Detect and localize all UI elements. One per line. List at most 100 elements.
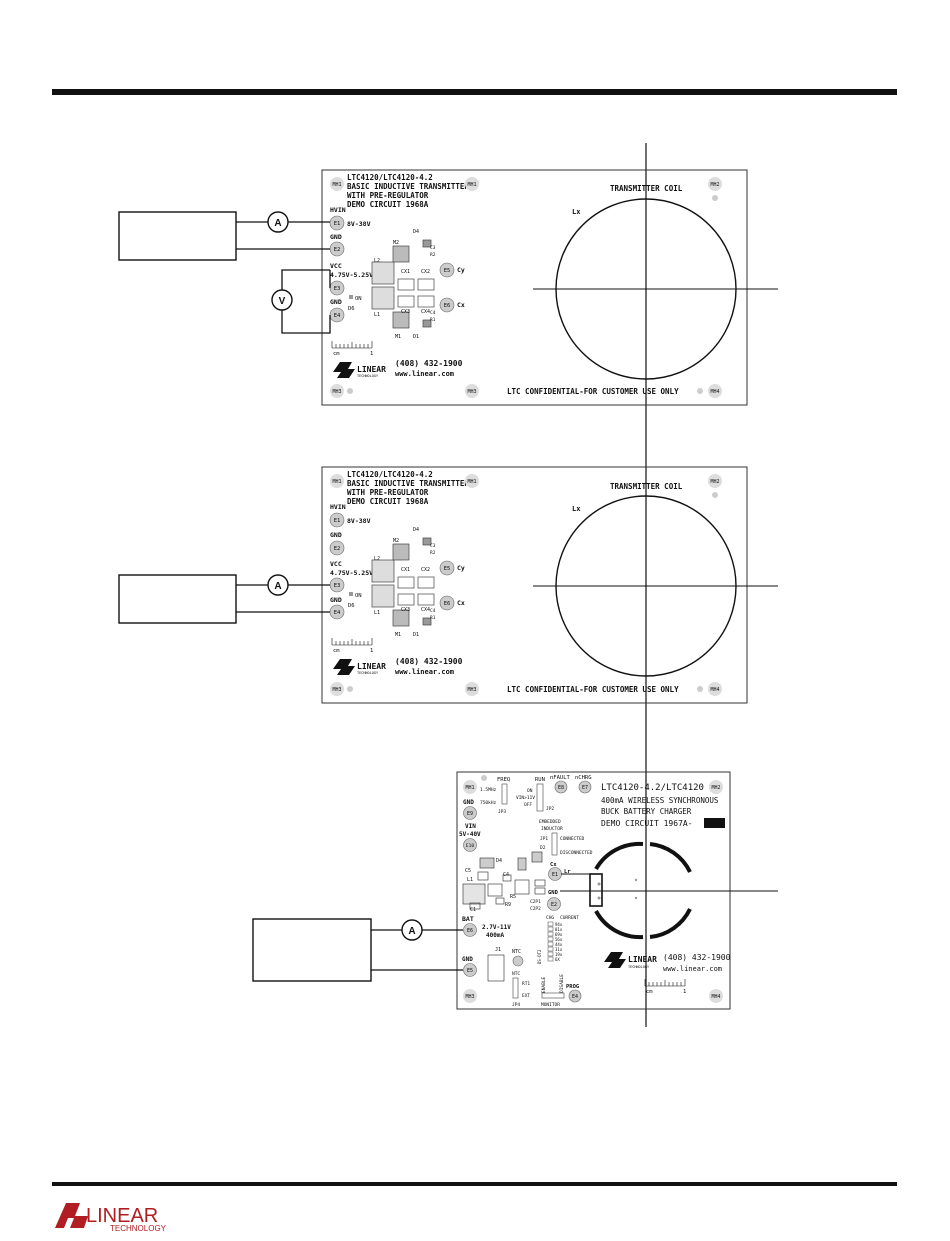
tx2-mh1b: MH1 xyxy=(465,474,479,488)
rx-current-1: 81x xyxy=(555,927,563,932)
rx-gnd3-label: GND xyxy=(462,956,473,963)
svg-text:E10: E10 xyxy=(466,843,474,849)
svg-text:E3: E3 xyxy=(334,583,341,589)
tx2-vcc-label: VCC xyxy=(330,560,342,568)
tx1-m1-label: M1 xyxy=(395,334,401,340)
svg-text:E3: E3 xyxy=(334,286,341,292)
svg-text:A: A xyxy=(274,218,281,229)
tx1-cm-label: cm xyxy=(333,351,340,357)
rx-jp1-jumper xyxy=(551,832,558,856)
tx2-r1-label: R1 xyxy=(430,615,436,621)
tx1-l2-label: L2 xyxy=(374,258,380,264)
rx-prog-label: PROG xyxy=(566,984,580,990)
tx1-d4-label: D4 xyxy=(413,229,419,235)
rx-web: www.linear.com xyxy=(663,965,722,973)
rx-inductor-label: INDUCTOR xyxy=(541,826,563,832)
tx2-terminal-e5: E5 xyxy=(439,560,455,576)
tx1-mh1b: MH1 xyxy=(465,177,479,191)
rx-off-label: OFF xyxy=(524,802,532,808)
tx2-cx2-label: CX2 xyxy=(421,567,430,573)
rx-components xyxy=(462,851,546,910)
svg-text:MH3: MH3 xyxy=(467,389,476,395)
svg-text:A: A xyxy=(274,581,281,592)
tx1-cm-value: 1 xyxy=(370,351,373,357)
rx-title-line-4: DEMO CIRCUIT 1967A- xyxy=(601,819,693,828)
rx-terminal-e5: E5 xyxy=(463,963,477,977)
transmitter-board-2: LTC4120/LTC4120-4.2 BASIC INDUCTIVE TRAN… xyxy=(321,466,778,704)
power-supply-2 xyxy=(118,574,237,624)
power-supply-1 xyxy=(118,211,237,261)
tx2-title-line-3: WITH PRE-REGULATOR xyxy=(347,488,429,497)
tx1-hvin-range: 8V-38V xyxy=(347,220,371,228)
tx2-terminal-e6: E6 xyxy=(439,595,455,611)
svg-text:E1: E1 xyxy=(552,872,558,878)
svg-text:E6: E6 xyxy=(444,303,451,309)
rx-gnd-label: GND xyxy=(463,799,474,806)
svg-text:E7: E7 xyxy=(582,785,588,791)
tx2-mh2: MH2 xyxy=(708,474,722,498)
ammeter-3: A xyxy=(401,919,423,941)
tx2-cx-label: Cx xyxy=(457,599,465,607)
rx-jp4-label: JP4 xyxy=(512,1002,520,1008)
tx1-vcc-range: 4.75V-5.25V xyxy=(330,271,373,279)
svg-text:MH1: MH1 xyxy=(467,182,476,188)
tx2-mh3b: MH3 xyxy=(330,682,353,696)
rx-d2-label: D2 xyxy=(540,845,546,851)
tx2-gnd-label: GND xyxy=(330,531,342,539)
rx-enable-label: ENABLE xyxy=(541,976,547,993)
tx2-cm-value: 1 xyxy=(370,648,373,654)
rx-c1-label: C1 xyxy=(470,907,476,913)
supply-1-wiring xyxy=(236,221,331,334)
rx-terminal-e4: E4 xyxy=(568,989,582,1003)
tx1-title-line-3: WITH PRE-REGULATOR xyxy=(347,191,429,200)
load-wiring xyxy=(371,929,463,971)
tx1-mh3b: MH3 xyxy=(330,384,353,398)
tx1-coil-label: TRANSMITTER COIL xyxy=(610,184,683,193)
rx-jp3-label: JP3 xyxy=(498,809,506,815)
rx-run-label: RUN xyxy=(535,777,545,783)
rx-current-4: 44x xyxy=(555,942,563,947)
rx-terminal-e9: E9 xyxy=(463,806,477,820)
rx-coil-lead xyxy=(589,873,603,907)
rx-mh4: MH4 xyxy=(709,989,723,1003)
svg-text:LINEAR: LINEAR xyxy=(357,365,386,374)
rx-ntc-label: NTC xyxy=(512,949,521,955)
tx2-coil-label: TRANSMITTER COIL xyxy=(610,482,683,491)
rx-coil-pad-2 xyxy=(597,896,601,900)
tx2-c3-label: C3 xyxy=(430,543,436,549)
svg-text:MH1: MH1 xyxy=(467,479,476,485)
tx1-c4-label: C4 xyxy=(430,310,436,316)
rx-terminal-e1: E1 xyxy=(548,867,562,881)
tx2-phone: (408) 432-1900 xyxy=(395,657,463,666)
tx1-mh3: MH3 xyxy=(465,384,479,398)
footer-rule xyxy=(52,1182,897,1186)
tx2-d4-label: D4 xyxy=(413,527,419,533)
rx-title-line-3: BUCK BATTERY CHARGER xyxy=(601,807,692,816)
tx2-title-line-1: LTC4120/LTC4120-4.2 xyxy=(347,470,433,479)
tx1-title-line-1: LTC4120/LTC4120-4.2 xyxy=(347,173,433,182)
tx1-c3-label: C3 xyxy=(430,245,436,251)
rx-gnd2-label: GND xyxy=(548,890,559,896)
rx-jp2-jumper xyxy=(536,783,544,812)
tx2-title-line-2: BASIC INDUCTIVE TRANSMITTER xyxy=(347,479,469,488)
tx1-linear-logo: LINEAR TECHNOLOGY xyxy=(333,362,386,378)
tx2-cx4-label: CX4 xyxy=(421,607,430,613)
rx-monitor-label: MONITOR xyxy=(541,1002,560,1008)
tx1-terminal-e2: E2 xyxy=(329,241,345,257)
tx1-on-label: ON xyxy=(355,296,362,302)
rx-title-line-2: 400mA WIRELESS SYNCHRONOUS xyxy=(601,796,719,805)
tx1-mh1: MH1 xyxy=(330,177,344,191)
rx-monitor-jumper xyxy=(541,992,565,999)
rx-coil-hole-1 xyxy=(634,878,638,882)
rx-j1-connector xyxy=(487,954,505,982)
tx1-d6-label: D6 xyxy=(348,306,355,312)
tx1-title-line-4: DEMO CIRCUIT 1968A xyxy=(347,200,429,209)
rx-c2p2-label: C2P2 xyxy=(530,906,541,912)
svg-text:E5: E5 xyxy=(467,968,473,974)
rx-c5-label: C5 xyxy=(465,868,471,874)
tx1-r2-label: R2 xyxy=(430,252,436,258)
svg-text:E5: E5 xyxy=(444,268,451,274)
svg-text:MH4: MH4 xyxy=(711,994,720,1000)
tx1-cx3-label: CX3 xyxy=(401,309,410,315)
rx-disconnected-label: DISCONNECTED xyxy=(560,850,593,856)
